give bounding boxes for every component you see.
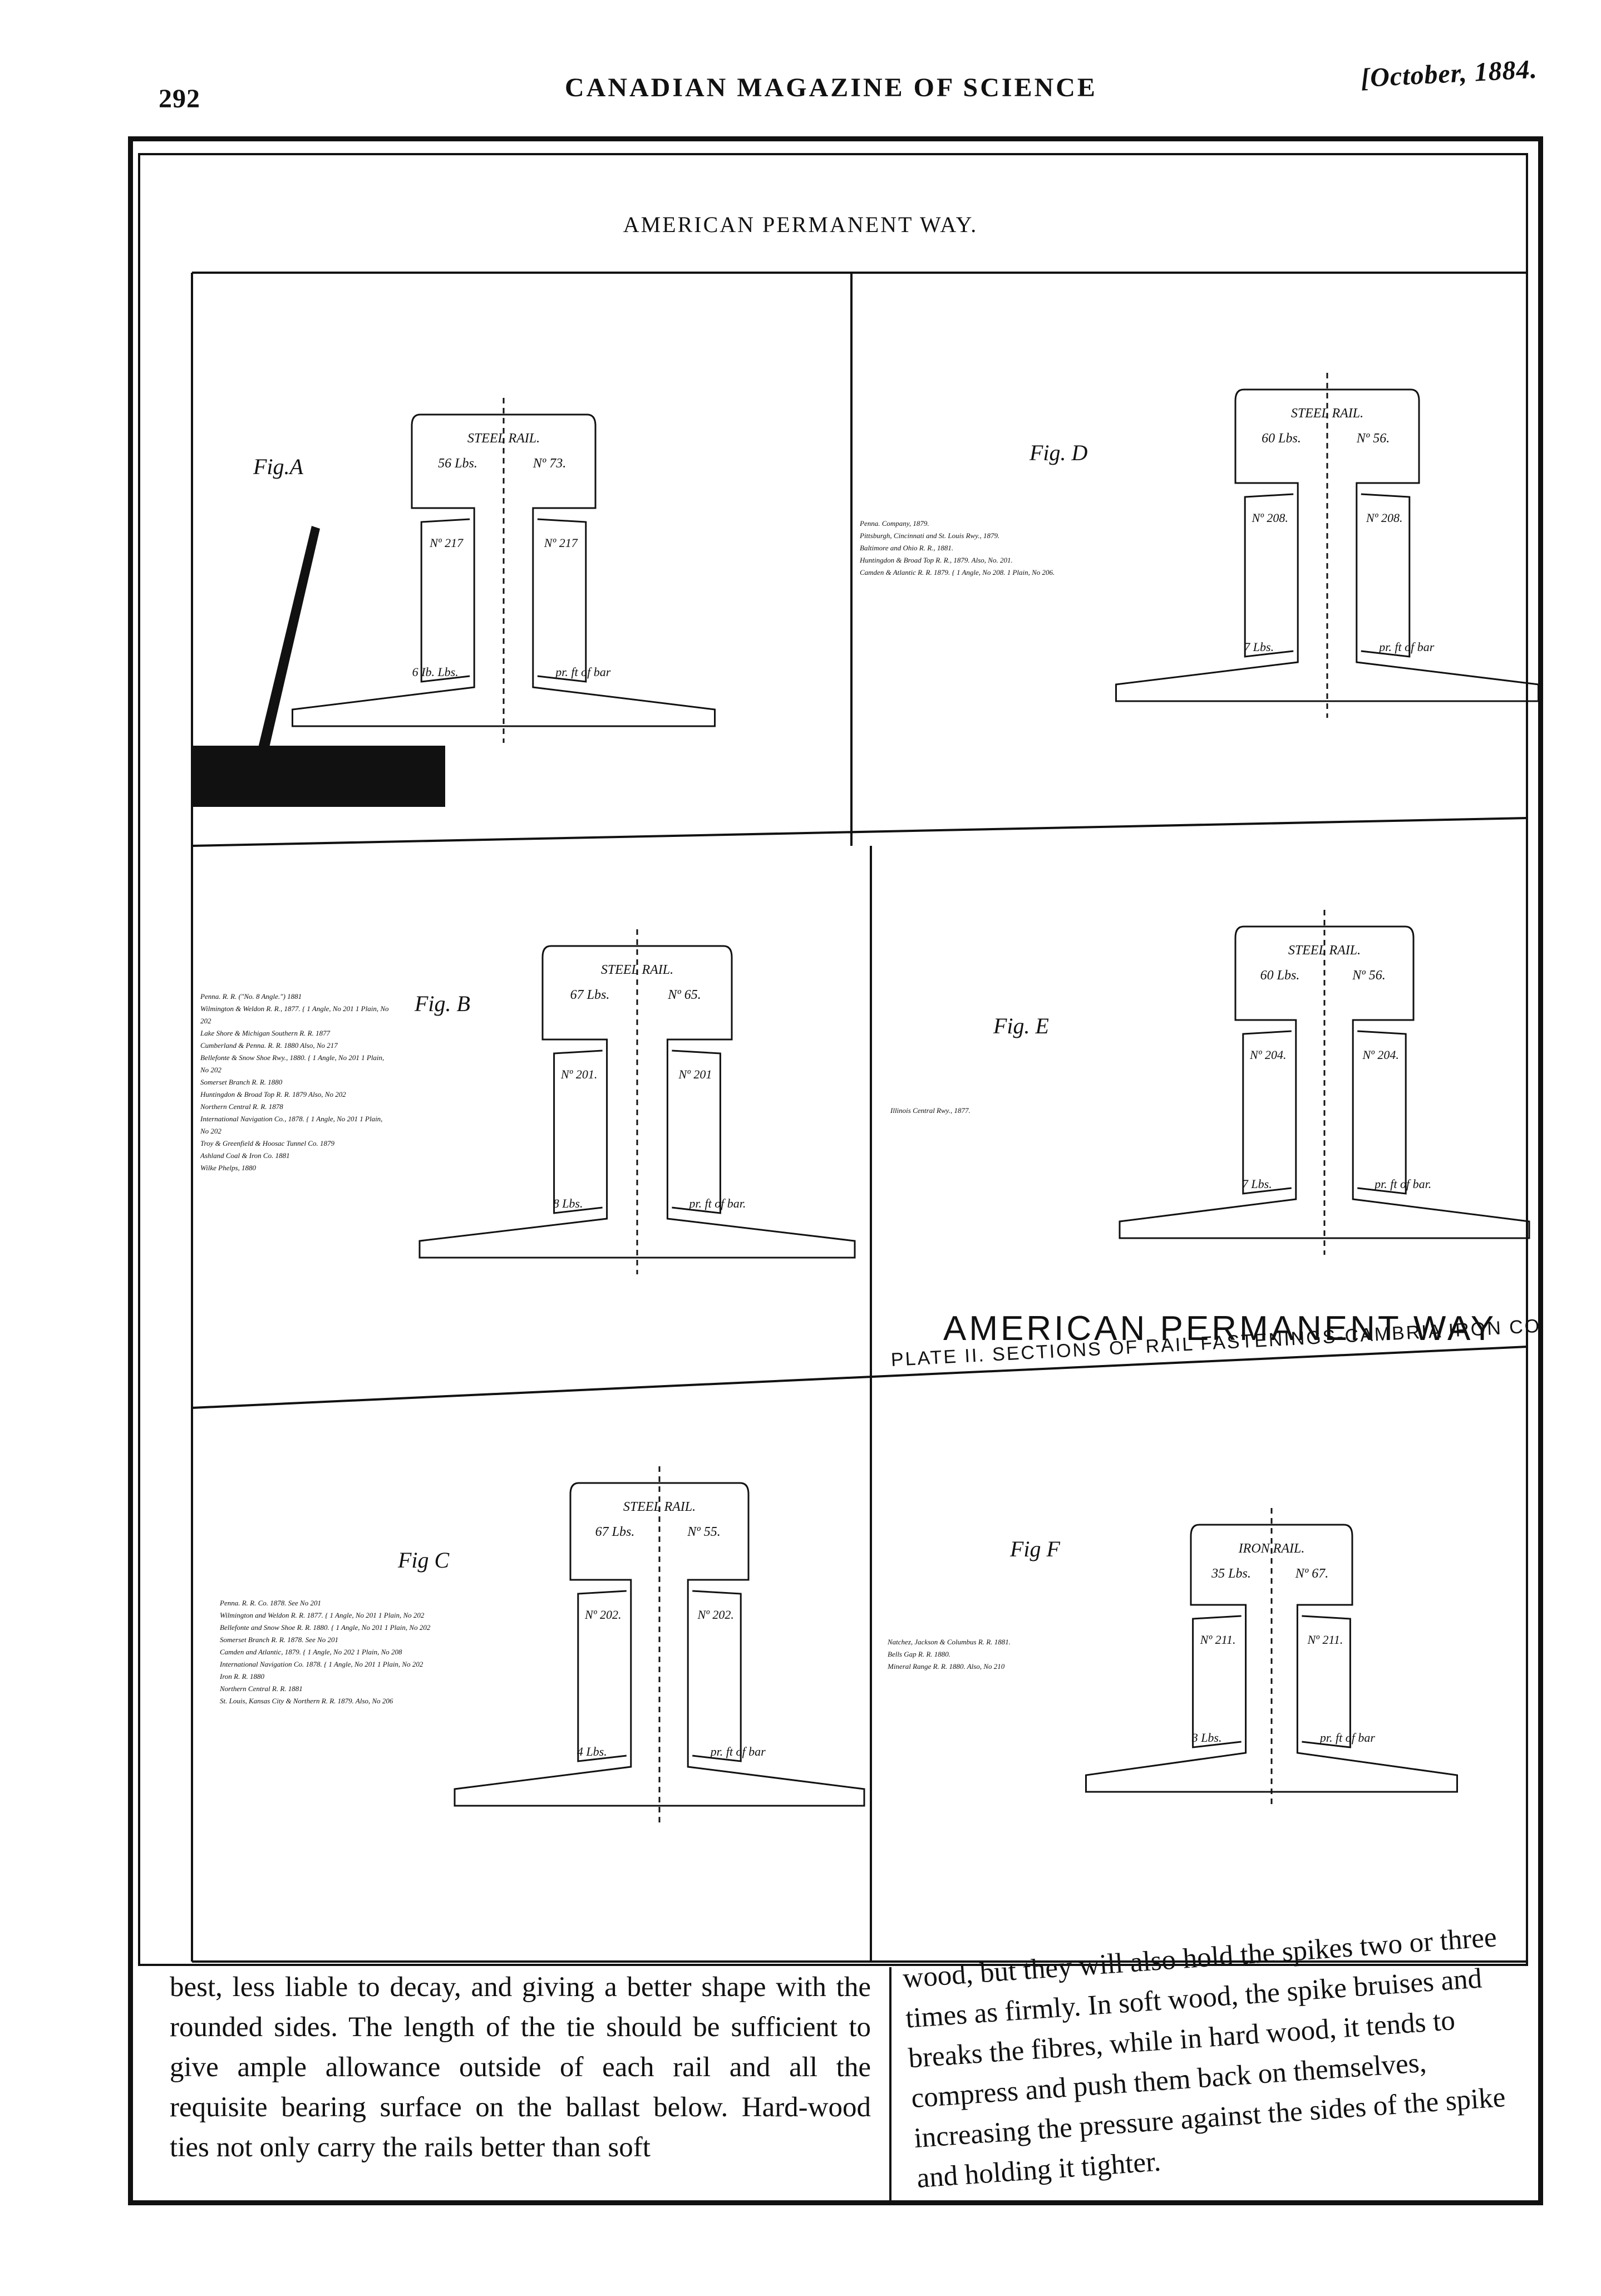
railway-list-item: Northern Central R. R. 1881 (220, 1684, 303, 1693)
rail-section-B (418, 945, 856, 1259)
rail-section-A (292, 413, 716, 727)
railway-list-item: Camden and Atlantic, 1879. { 1 Angle, No… (220, 1648, 402, 1656)
railway-list-item: Wilmington & Weldon R. R., 1877. { 1 Ang… (200, 1004, 389, 1025)
fig-d-label: Fig. D (1029, 440, 1088, 465)
railway-list-item: Ashland Coal & Iron Co. 1881 (200, 1151, 290, 1160)
body-text-right-column: wood, but they will also hold the spikes… (902, 1921, 1506, 2194)
railway-list-item: Wilke Phelps, 1880 (200, 1164, 257, 1172)
splice-bar-left (420, 518, 470, 683)
plate-caption-title: AMERICAN PERMANENT WAY (943, 1309, 1497, 1348)
railway-list-item: Wilmington and Weldon R. R. 1877. { 1 An… (220, 1611, 425, 1619)
railway-list-item: Penna. R. R. ("No. 8 Angle.") 1881 (200, 992, 302, 1001)
fig-e-railway-list: Illinois Central Rwy., 1877. (890, 1105, 1057, 1117)
railway-list-item: Lake Shore & Michigan Southern R. R. 187… (200, 1029, 331, 1037)
railway-list-item: Natchez, Jackson & Columbus R. R. 1881. (888, 1638, 1011, 1646)
splice-bar-left (1192, 1615, 1242, 1748)
railway-list-item: Pittsburgh, Cincinnati and St. Louis Rwy… (860, 531, 1000, 540)
fig-c-label: Fig C (398, 1548, 450, 1573)
railway-list-item: Iron R. R. 1880 (220, 1672, 265, 1681)
railway-list-item: Somerset Branch R. R. 1880 (200, 1078, 283, 1086)
fig-f-label: Fig F (1010, 1536, 1060, 1561)
plate-inner-frame (138, 153, 1528, 1966)
body-text-left-column: best, less liable to decay, and giving a… (170, 1972, 871, 2163)
railway-list-item: Somerset Branch R. R. 1878. See No 201 (220, 1635, 339, 1644)
railway-list-item: Huntingdon & Broad Top R. R., 1879. Also… (860, 556, 1013, 564)
railway-list-item: Huntingdon & Broad Top R. R. 1879 Also, … (200, 1090, 346, 1098)
fig-d-railway-list: Penna. Company, 1879. Pittsburgh, Cincinn… (860, 518, 1116, 579)
page-number: 292 (159, 84, 200, 114)
railway-list-item: Penna. Company, 1879. (860, 519, 929, 528)
railway-list-item: International Navigation Co. 1878. { 1 A… (220, 1660, 423, 1668)
rail-section-E (1119, 925, 1530, 1239)
railway-list-item: Camden & Atlantic R. R. 1879. { 1 Angle,… (860, 568, 1055, 577)
fig-e-label: Fig. E (993, 1013, 1049, 1038)
fig-f-railway-list: Natchez, Jackson & Columbus R. R. 1881. B… (888, 1636, 1099, 1673)
railway-list-item: Cumberland & Penna. R. R. 1880 Also, No … (200, 1041, 338, 1050)
rail-section-D (1115, 388, 1539, 702)
rail-section-C (454, 1482, 865, 1807)
plate-title: AMERICAN PERMANENT WAY. (623, 212, 978, 237)
railway-list-item: St. Louis, Kansas City & Northern R. R. … (220, 1697, 393, 1705)
railway-list-item: International Navigation Co., 1878. { 1 … (200, 1115, 383, 1135)
railway-list-item: Bellefonte & Snow Shoe Rwy., 1880. { 1 A… (200, 1053, 385, 1074)
splice-bar-right (1302, 1615, 1351, 1748)
splice-bar-left (1244, 493, 1294, 658)
railway-list-item: Penna. R. R. Co. 1878. See No 201 (220, 1599, 321, 1607)
railway-list-item: Baltimore and Ohio R. R., 1881. (860, 544, 954, 552)
splice-bar-right (1361, 493, 1411, 658)
railway-list-item: Illinois Central Rwy., 1877. (890, 1106, 971, 1115)
running-title: CANADIAN MAGAZINE OF SCIENCE (565, 73, 1097, 102)
splice-bar-left (1242, 1030, 1292, 1195)
railway-list-item: Bells Gap R. R. 1880. (888, 1650, 951, 1658)
splice-bar-right (692, 1590, 742, 1762)
splice-bar-left (553, 1050, 603, 1214)
column-rule (889, 1967, 891, 2201)
splice-bar-right (1357, 1030, 1407, 1195)
splice-bar-left (577, 1590, 627, 1762)
fig-a-label: Fig.A (253, 454, 303, 479)
splice-bar-right (672, 1050, 721, 1214)
railway-list-item: Bellefonte and Snow Shoe R. R. 1880. { 1… (220, 1623, 431, 1632)
railway-list-item: Northern Central R. R. 1878 (200, 1102, 283, 1111)
railway-list-item: Troy & Greenfield & Hoosac Tunnel Co. 18… (200, 1139, 334, 1147)
splice-bar-right (537, 518, 587, 683)
rail-section-F (1085, 1524, 1458, 1793)
railway-list-item: Mineral Range R. R. 1880. Also, No 210 (888, 1662, 1005, 1671)
fig-b-label: Fig. B (415, 991, 470, 1016)
plate-outer-frame (128, 136, 1543, 2205)
